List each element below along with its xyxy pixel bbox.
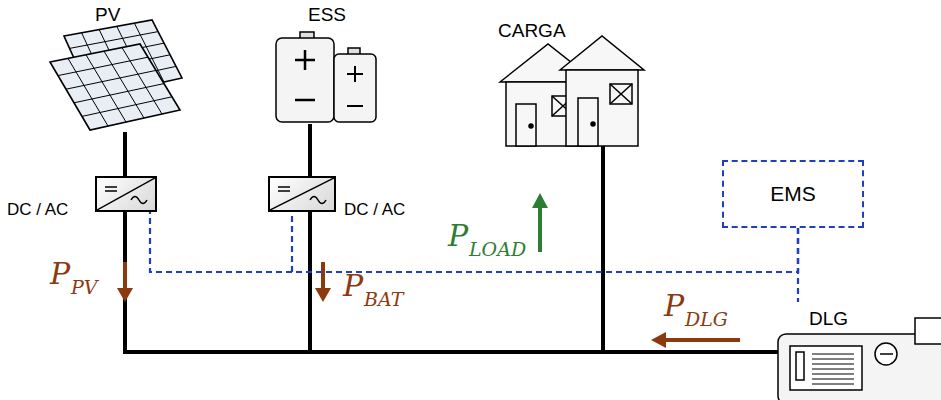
power-subscript: BAT (364, 288, 403, 310)
power-wire (123, 132, 127, 176)
load-houses: CARGA (492, 14, 646, 148)
generator-icon (778, 318, 941, 400)
node-label: DC / AC (7, 200, 68, 220)
power-subscript: LOAD (469, 238, 526, 260)
control-link (150, 212, 798, 272)
inverter-box: DC / AC (95, 176, 157, 212)
power-subscript: DLG (685, 308, 728, 330)
diesel-generator: DLG (775, 302, 941, 400)
node-label: CARGA (498, 20, 566, 42)
power-symbol: P (448, 218, 468, 253)
power-symbol: P (664, 288, 684, 323)
battery-storage: ESS (270, 4, 380, 124)
inverter-symbol (270, 178, 334, 210)
node-label: ESS (308, 4, 346, 26)
node-label: EMS (770, 182, 816, 206)
node-label: DC / AC (344, 200, 405, 220)
ems-box: EMS (722, 160, 864, 228)
inverter-box: DC / AC (268, 176, 336, 212)
battery-icon (276, 32, 376, 122)
house-icon (500, 36, 644, 146)
control-link (797, 228, 799, 302)
pv-panel-icon (50, 20, 182, 130)
pv-panel: PV (45, 4, 190, 132)
power-subscript: PV (71, 276, 98, 298)
power-wire (123, 146, 782, 354)
inverter-symbol (97, 178, 155, 210)
power-symbol: P (343, 268, 363, 303)
node-label: DLG (809, 308, 848, 330)
node-label: PV (95, 4, 120, 26)
power-symbol: P (50, 256, 70, 291)
power-flow-arrow (117, 193, 740, 348)
power-wire (308, 124, 312, 176)
